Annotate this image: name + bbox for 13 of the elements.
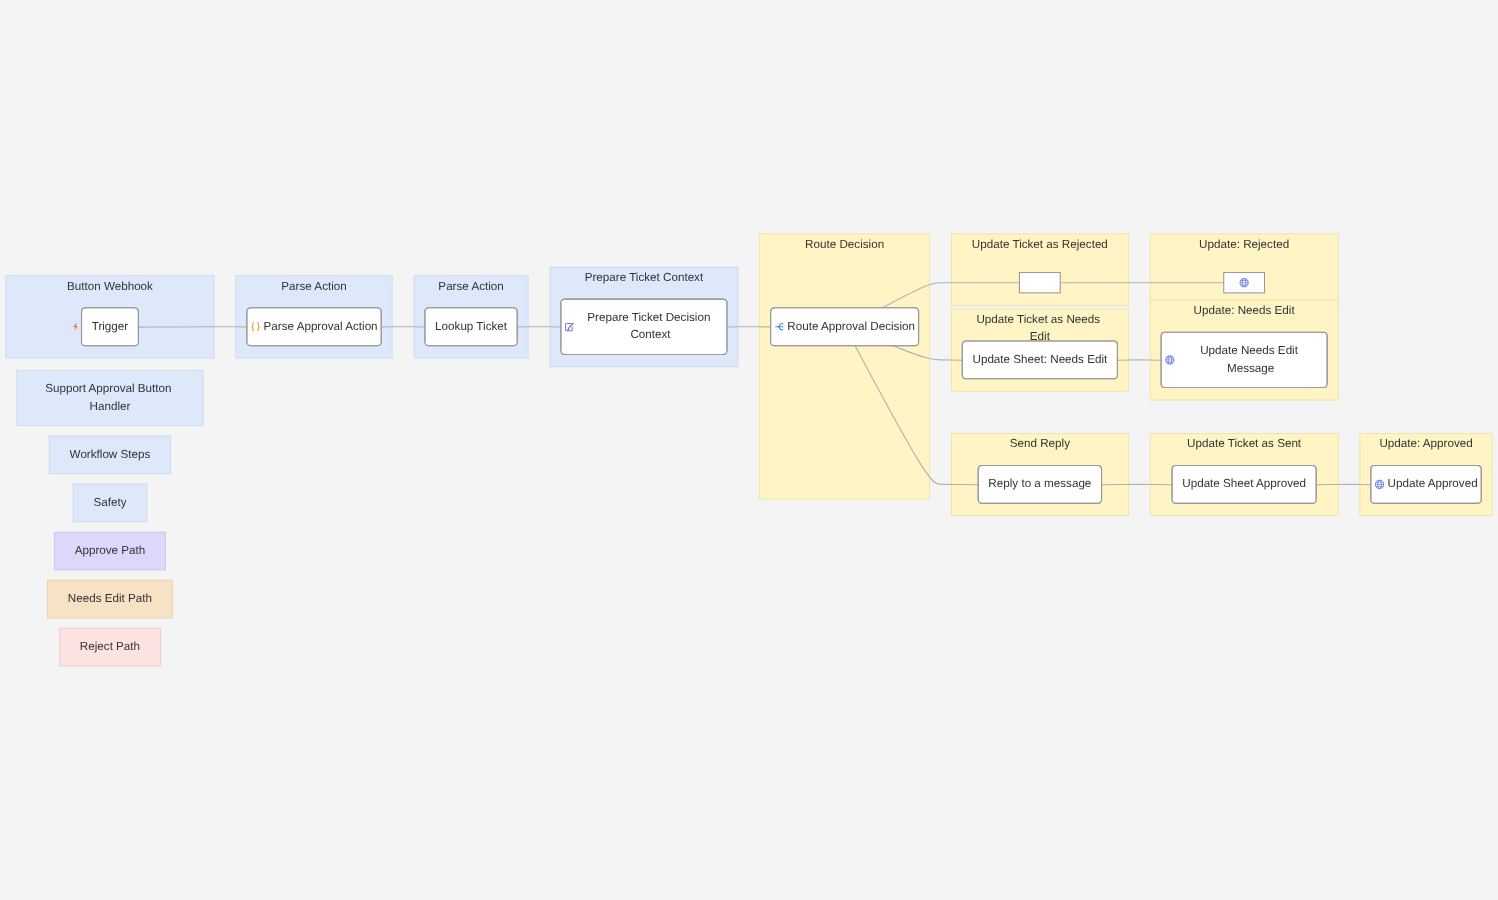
connector	[1101, 483, 1173, 486]
connector	[517, 326, 562, 328]
connector	[1117, 359, 1162, 361]
connector	[726, 326, 772, 328]
connector	[1316, 483, 1372, 486]
connector	[880, 282, 1020, 309]
workflow-node	[1018, 271, 1061, 294]
workflow-node	[1223, 271, 1266, 294]
connector	[854, 345, 980, 486]
connector	[892, 345, 964, 361]
connector	[138, 326, 248, 328]
connector	[381, 326, 426, 328]
connector	[1059, 282, 1225, 284]
